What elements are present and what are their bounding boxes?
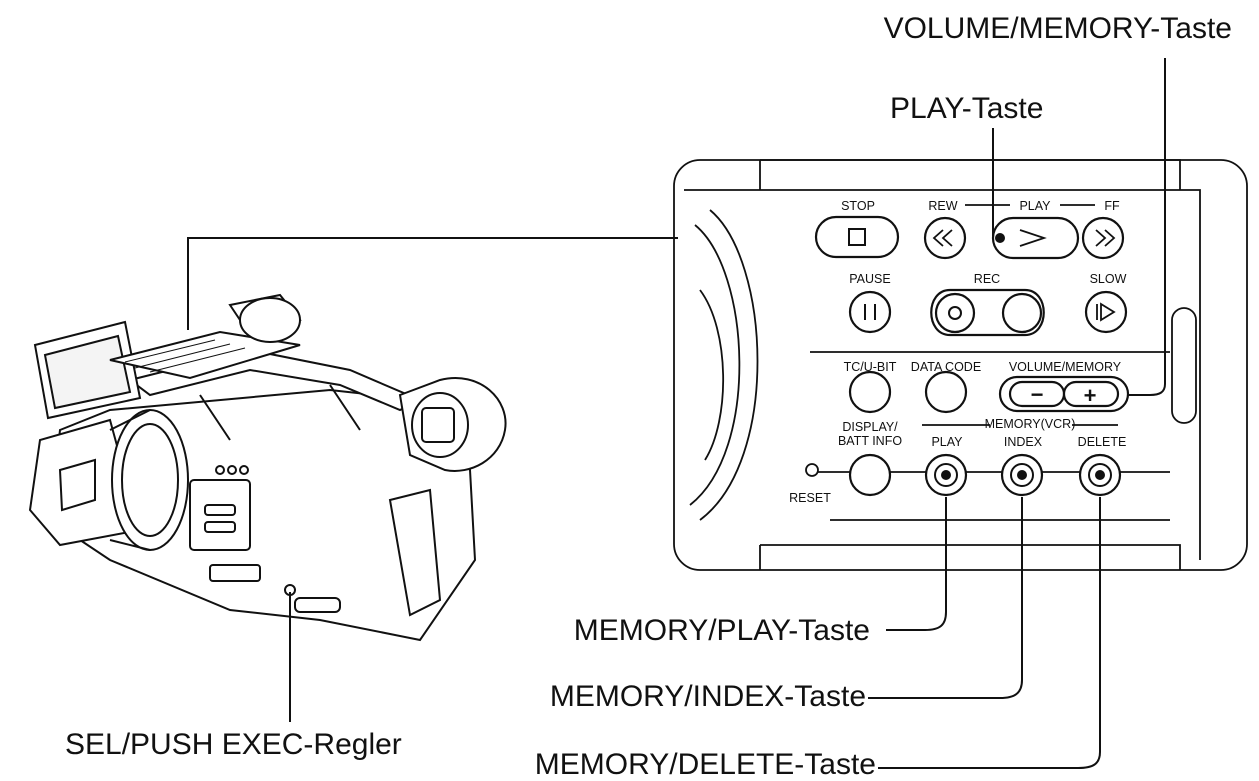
callout-memory-delete: MEMORY/DELETE-Taste (535, 748, 876, 781)
slow-label: SLOW (1090, 272, 1127, 286)
minus-sign: − (1031, 382, 1044, 407)
callout-memory-play: MEMORY/PLAY-Taste (574, 614, 870, 647)
rec-button-right[interactable] (1001, 292, 1043, 334)
connector-line (187, 237, 678, 330)
memory-vcr-label: MEMORY(VCR) (985, 417, 1076, 431)
rec-button-left[interactable] (934, 292, 976, 334)
record-icon (948, 306, 962, 320)
tc-ubit-button[interactable] (848, 370, 892, 414)
play-button[interactable] (991, 216, 1080, 260)
fast-forward-button[interactable] (1081, 216, 1125, 260)
camcorder-illustration (28, 293, 507, 642)
slow-icon (1096, 302, 1116, 322)
pause-button[interactable] (848, 290, 892, 334)
reset-label: RESET (789, 491, 831, 505)
display-label-1: DISPLAY/ (842, 420, 898, 434)
volume-plus-button[interactable] (1062, 380, 1120, 408)
fast-forward-icon (1095, 229, 1116, 247)
leader-memory-play (886, 497, 947, 631)
callout-play: PLAY-Taste (890, 92, 1043, 125)
control-panel (673, 159, 1248, 571)
display-batt-info-button[interactable] (848, 453, 892, 497)
leader-volume-memory (1128, 58, 1166, 396)
stop-label: STOP (841, 199, 875, 213)
rew-label: REW (928, 199, 957, 213)
callout-memory-index: MEMORY/INDEX-Taste (550, 680, 866, 713)
mem-play-label: PLAY (931, 435, 963, 449)
callout-volume-memory: VOLUME/MEMORY-Taste (884, 12, 1232, 45)
stop-icon (848, 228, 866, 246)
data-code-label: DATA CODE (911, 360, 981, 374)
leader-memory-index (868, 497, 1023, 699)
tc-ubit-label: TC/U-BIT (844, 360, 897, 374)
mem-index-label: INDEX (1004, 435, 1043, 449)
rewind-icon (932, 229, 953, 247)
rewind-button[interactable] (923, 216, 967, 260)
volume-memory-label: VOLUME/MEMORY (1009, 360, 1122, 374)
stop-button[interactable] (814, 215, 900, 259)
pause-label: PAUSE (849, 272, 890, 286)
reset-button[interactable] (805, 463, 819, 477)
pause-icon (864, 304, 876, 320)
display-label-2: BATT INFO (838, 434, 902, 448)
rec-label: REC (974, 272, 1000, 286)
callout-sel-push: SEL/PUSH EXEC-Regler (65, 728, 402, 761)
leader-memory-delete (878, 497, 1101, 769)
ff-label: FF (1104, 199, 1120, 213)
plus-sign: + (1084, 383, 1097, 408)
mem-delete-label: DELETE (1078, 435, 1127, 449)
slow-button[interactable] (1084, 290, 1128, 334)
play-label: PLAY (1019, 199, 1051, 213)
play-icon (1019, 229, 1047, 247)
data-code-button[interactable] (924, 370, 968, 414)
